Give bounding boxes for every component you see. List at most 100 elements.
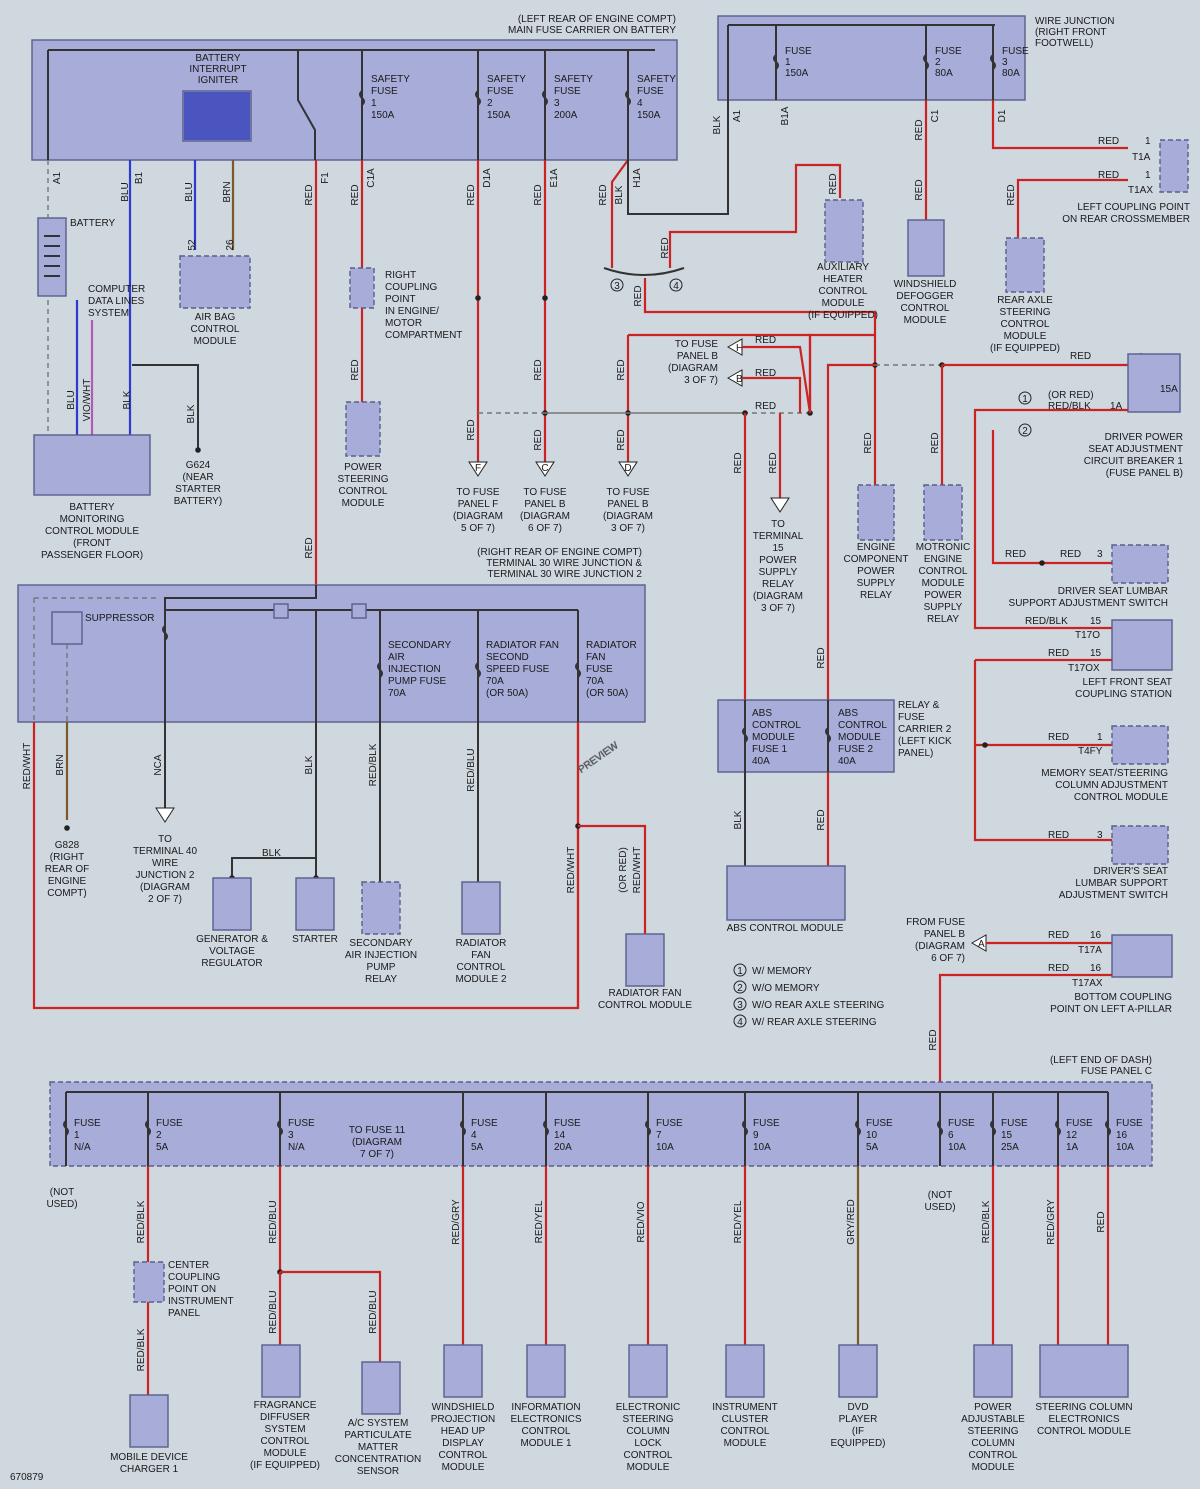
wire-color-label: C1 xyxy=(930,109,941,122)
label: CONTROL MODULE xyxy=(45,526,139,537)
label: RELAY xyxy=(860,590,892,601)
wire-color-label: RED xyxy=(768,452,779,473)
wire xyxy=(808,333,875,413)
label: 1 xyxy=(1145,170,1151,181)
label: 10A xyxy=(1116,1142,1134,1153)
label: PANEL B xyxy=(607,499,648,510)
driver-lumbar-switch xyxy=(1111,544,1169,584)
label: T17AX xyxy=(1072,978,1103,989)
drivers-seat-lumbar-switch xyxy=(1111,825,1169,865)
label: FUSE 2 xyxy=(838,744,873,755)
label: FUSE xyxy=(948,1118,975,1129)
label: (FRONT xyxy=(73,538,111,549)
label: 5 OF 7) xyxy=(461,523,495,534)
label: STEERING xyxy=(967,1426,1018,1437)
wire xyxy=(578,824,647,934)
power-steering-column-module xyxy=(973,1344,1013,1398)
wire xyxy=(991,430,1112,565)
label: STARTER xyxy=(175,484,221,495)
label: 4 xyxy=(737,1017,743,1028)
label: 15A xyxy=(1160,384,1178,395)
wire-color-label: RED/BLU xyxy=(268,1200,279,1243)
label: FUSE xyxy=(586,664,613,675)
label: (OR 50A) xyxy=(586,688,628,699)
label: (DIAGRAM xyxy=(352,1137,402,1148)
label: 1 xyxy=(785,57,791,68)
label: MOBILE DEVICE xyxy=(110,1452,188,1463)
label: FUSE xyxy=(785,46,812,57)
label: G828 xyxy=(55,840,80,851)
label: AIR INJECTION xyxy=(345,950,417,961)
label: 16 xyxy=(1116,1130,1128,1141)
label: MODULE xyxy=(904,315,947,326)
label: 9 xyxy=(753,1130,759,1141)
label: N/A xyxy=(288,1142,305,1153)
label: TO FUSE xyxy=(675,339,718,350)
label: LUMBAR SUPPORT xyxy=(1075,878,1168,889)
legend-marker-icon xyxy=(733,980,747,994)
label: SYSTEM xyxy=(88,308,129,319)
label: RED xyxy=(755,335,776,346)
label: STEERING xyxy=(999,307,1050,318)
label: FROM FUSE xyxy=(906,917,965,928)
wire-color-label: RED xyxy=(304,184,315,205)
splice-dot xyxy=(195,447,201,453)
wire-color-label: B1A xyxy=(780,106,791,125)
label: CONTROL xyxy=(819,286,868,297)
wire-color-label: RED xyxy=(633,285,644,306)
label: RIGHT xyxy=(385,270,416,281)
label: SUPPLY xyxy=(857,578,896,589)
label: POWER xyxy=(759,555,797,566)
label: 10A xyxy=(948,1142,966,1153)
label: BATTERY) xyxy=(174,496,223,507)
label: RED xyxy=(1048,648,1069,659)
label: DIFFUSER xyxy=(260,1412,310,1423)
mobile-device-charger xyxy=(129,1394,169,1448)
label: 3 OF 7) xyxy=(611,523,645,534)
legend-text: W/ REAR AXLE STEERING xyxy=(752,1017,877,1028)
label: T17A xyxy=(1078,945,1102,956)
label: RELAY xyxy=(365,974,397,985)
wire xyxy=(973,660,1112,842)
label: MODULE xyxy=(342,498,385,509)
legend-marker-icon xyxy=(733,963,747,977)
label: RED xyxy=(1070,351,1091,362)
wire-color-label: BRN xyxy=(55,754,66,775)
label: (DIAGRAM xyxy=(453,511,503,522)
label: RED xyxy=(1005,549,1026,560)
label: HEAD UP xyxy=(441,1426,486,1437)
fuse-icon xyxy=(359,90,365,106)
label: 5A xyxy=(866,1142,879,1153)
label: RED xyxy=(1098,136,1119,147)
label: CONTROL xyxy=(1001,319,1050,330)
label: VOLTAGE xyxy=(209,946,255,957)
fuse-icon xyxy=(742,1120,748,1136)
label: ABS CONTROL MODULE xyxy=(727,923,844,934)
label: 150A xyxy=(371,110,395,121)
wire-color-label: GRY/RED xyxy=(846,1199,857,1244)
fuse-icon xyxy=(742,727,748,743)
label: 80A xyxy=(935,68,953,79)
wire-color-label: RED xyxy=(914,179,925,200)
label: COUPLING STATION xyxy=(1075,689,1172,700)
splice-dot xyxy=(982,742,988,748)
label: (NEAR xyxy=(182,472,213,483)
label: 3 xyxy=(1002,57,1008,68)
label: FUSE xyxy=(1116,1118,1143,1129)
label: 70A xyxy=(388,688,406,699)
label: INSTRUMENT xyxy=(168,1296,234,1307)
label: DRIVER SEAT LUMBAR xyxy=(1058,586,1168,597)
label: T17O xyxy=(1075,630,1100,641)
label: (DIAGRAM xyxy=(520,511,570,522)
fuse-icon xyxy=(277,1120,283,1136)
label: CONTROL xyxy=(339,486,388,497)
label: RADIATOR xyxy=(586,640,637,651)
wire-color-label: RED/BLK xyxy=(368,743,379,786)
label: IGNITER xyxy=(198,75,239,86)
label: CONTROL xyxy=(901,303,950,314)
suppressor-box xyxy=(51,611,83,645)
wire-color-label: BLU xyxy=(184,182,195,201)
label: FUSE xyxy=(1002,46,1029,57)
wire xyxy=(164,585,578,722)
label: PANEL xyxy=(168,1308,200,1319)
